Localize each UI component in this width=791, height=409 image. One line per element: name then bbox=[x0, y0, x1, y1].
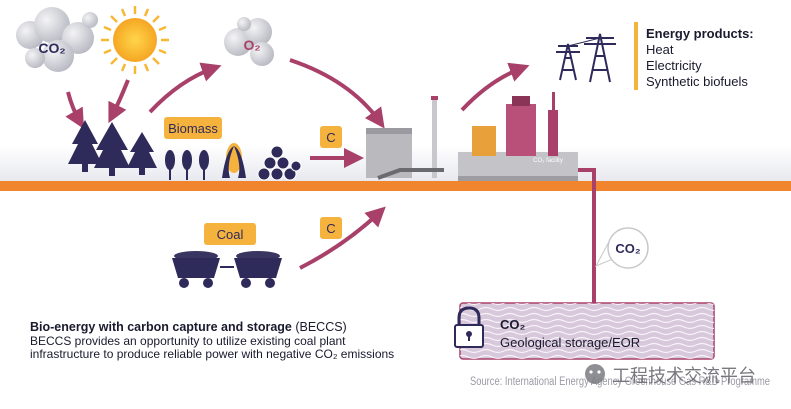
caption-title-suffix: (BECCS) bbox=[292, 320, 347, 334]
co2-facility-label: CO₂ facility bbox=[533, 158, 563, 164]
co2-callout bbox=[594, 227, 649, 269]
energy-products-title: Energy products: bbox=[646, 26, 754, 41]
biomass-badge bbox=[164, 117, 222, 139]
storage-subtitle: Geological storage/EOR bbox=[500, 335, 640, 350]
carbon-badge-bottom bbox=[320, 217, 342, 239]
arrow-o2-to-plant bbox=[289, 58, 385, 129]
power-plant-icon bbox=[366, 92, 578, 181]
arrow-coal-to-plant bbox=[299, 206, 386, 270]
energy-product-biofuels: Synthetic biofuels bbox=[646, 74, 748, 89]
power-pylon-icon bbox=[556, 33, 616, 83]
coal-label: Coal bbox=[217, 227, 244, 242]
arrow-co2-to-trees bbox=[65, 91, 84, 129]
wechat-icon bbox=[585, 364, 605, 384]
caption-line-1: BECCS provides an opportunity to utilize… bbox=[30, 334, 346, 348]
log-pile-icon bbox=[257, 145, 302, 181]
energy-product-heat: Heat bbox=[646, 42, 674, 57]
o2-cloud-icon bbox=[224, 17, 274, 66]
arrow-sun-to-trees bbox=[108, 79, 130, 124]
energy-products-bar bbox=[634, 22, 638, 90]
caption-title-bold: Bio-energy with carbon capture and stora… bbox=[30, 320, 292, 334]
caption-title: Bio-energy with carbon capture and stora… bbox=[30, 320, 347, 334]
wheat-icon bbox=[165, 150, 209, 180]
arrow-plant-to-pylons bbox=[460, 62, 530, 112]
sun-icon bbox=[101, 6, 169, 74]
arrow-trees-to-o2 bbox=[148, 62, 222, 114]
source-text: Source: International Energy Agency Gree… bbox=[470, 376, 770, 388]
lock-icon bbox=[454, 306, 484, 348]
storage-waves bbox=[460, 303, 714, 359]
corn-icon bbox=[222, 143, 246, 178]
biomass-label: Biomass bbox=[168, 121, 218, 136]
mine-cart-icon bbox=[172, 251, 282, 288]
watermark-text: 工程技术交流平台 bbox=[612, 366, 756, 386]
carbon-badge-top bbox=[320, 126, 342, 148]
energy-product-electricity: Electricity bbox=[646, 58, 702, 73]
tree-icon bbox=[68, 120, 157, 176]
co2-pipeline bbox=[578, 168, 604, 324]
caption-line-2: infrastructure to produce reliable power… bbox=[30, 347, 394, 361]
co2-molecule-label: CO₂ bbox=[38, 40, 65, 56]
o2-molecule-label: O₂ bbox=[243, 37, 260, 53]
carbon-label-top: C bbox=[326, 130, 335, 145]
coal-badge bbox=[204, 223, 256, 245]
co2-flow-label: CO₂ bbox=[615, 241, 641, 256]
ground-line bbox=[0, 181, 791, 191]
carbon-label-bottom: C bbox=[326, 221, 335, 236]
storage-title: CO₂ bbox=[500, 317, 526, 332]
co2-cloud-icon bbox=[16, 7, 98, 72]
